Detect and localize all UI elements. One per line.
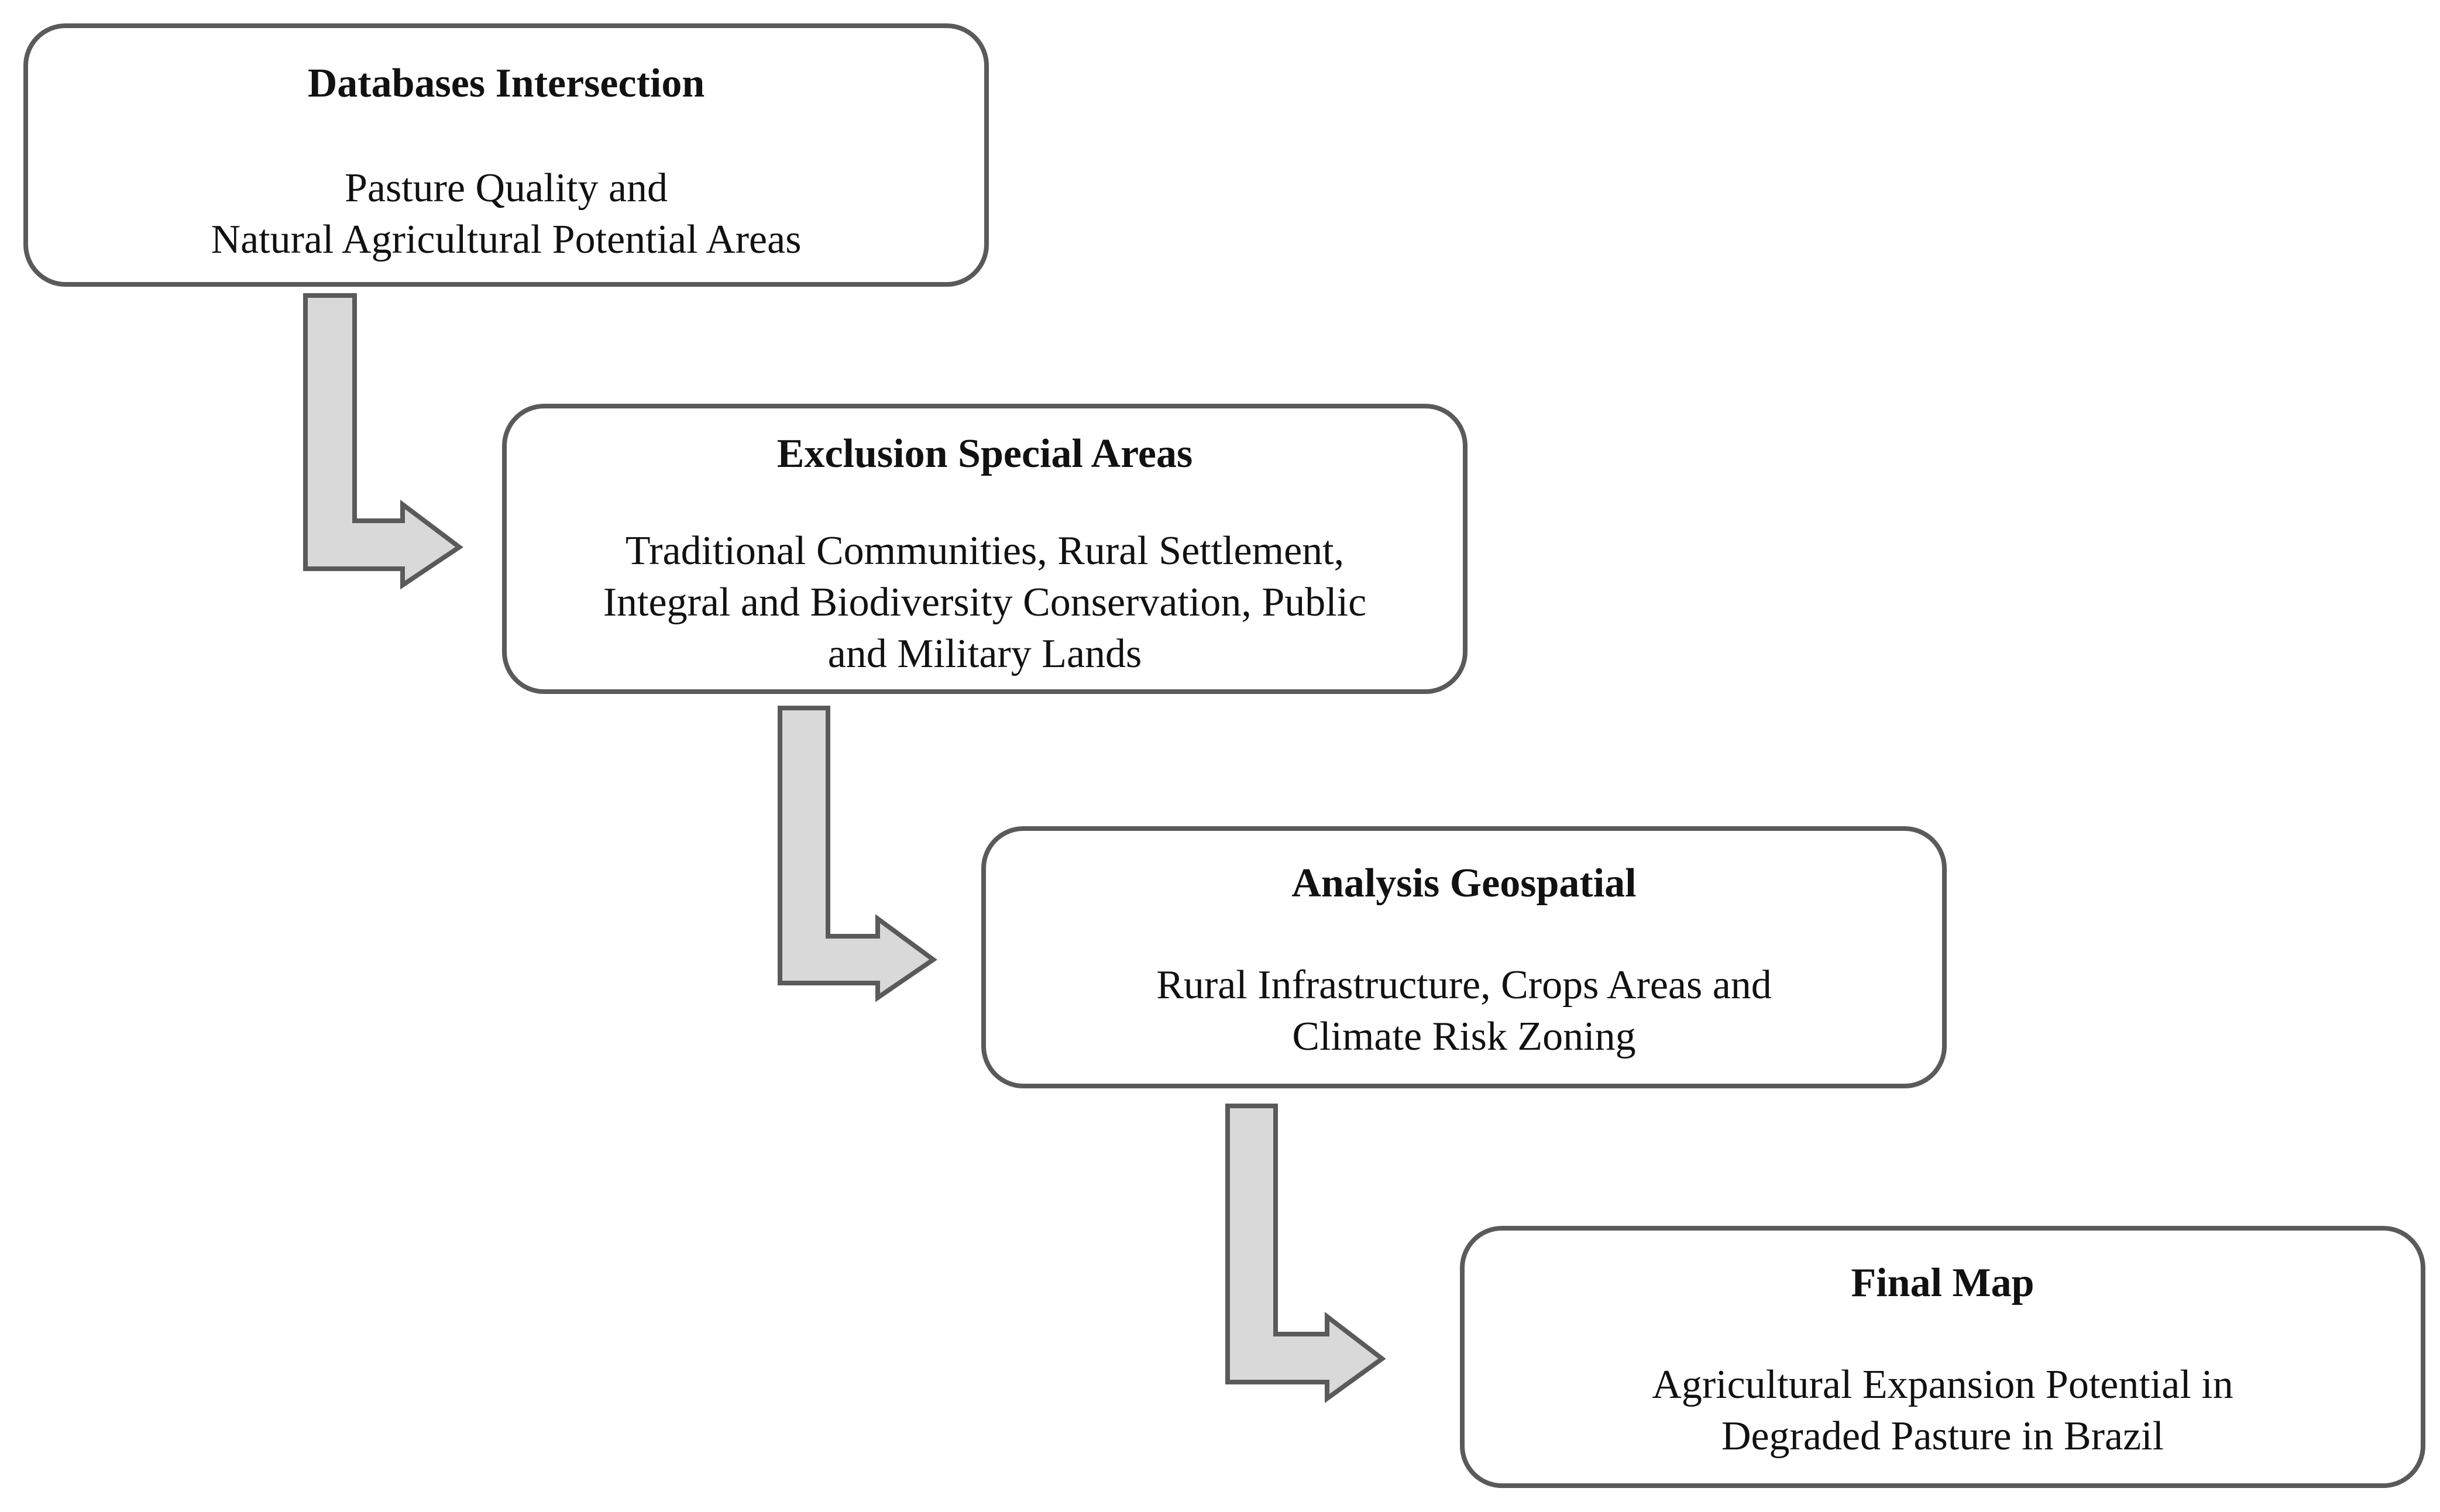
step-description-line: Pasture Quality and: [344, 166, 668, 211]
step-description: Agricultural Expansion Potential in Degr…: [1482, 1359, 2403, 1462]
step-databases-intersection: Databases Intersection Pasture Quality a…: [23, 23, 989, 287]
arrow-step2-to-step3: [778, 706, 937, 1002]
step-description-line: Traditional Communities, Rural Settlemen…: [625, 528, 1345, 573]
arrow-step3-to-step4: [1225, 1104, 1386, 1403]
step-description-line: Integral and Biodiversity Conservation, …: [603, 580, 1367, 625]
step-description-line: and Military Lands: [827, 631, 1142, 676]
step-exclusion-special-areas: Exclusion Special Areas Traditional Comm…: [502, 404, 1468, 694]
step-description-line: Natural Agricultural Potential Areas: [211, 217, 802, 262]
step-description-line: Climate Risk Zoning: [1292, 1014, 1636, 1059]
step-final-map: Final Map Agricultural Expansion Potenti…: [1460, 1226, 2425, 1488]
step-description-line: Degraded Pasture in Brazil: [1721, 1414, 2164, 1459]
step-title: Exclusion Special Areas: [776, 431, 1193, 476]
step-title: Final Map: [1851, 1260, 2035, 1305]
step-analysis-geospatial: Analysis Geospatial Rural Infrastructure…: [981, 826, 1947, 1088]
step-description: Traditional Communities, Rural Settlemen…: [524, 525, 1445, 680]
arrow-step1-to-step2: [303, 293, 463, 590]
step-description-line: Agricultural Expansion Potential in: [1652, 1362, 2233, 1407]
step-description-line: Rural Infrastructure, Crops Areas and: [1156, 963, 1772, 1008]
step-description: Pasture Quality and Natural Agricultural…: [46, 163, 967, 266]
step-title: Databases Intersection: [307, 61, 705, 106]
step-description: Rural Infrastructure, Crops Areas and Cl…: [1004, 960, 1924, 1063]
step-title: Analysis Geospatial: [1291, 861, 1637, 906]
